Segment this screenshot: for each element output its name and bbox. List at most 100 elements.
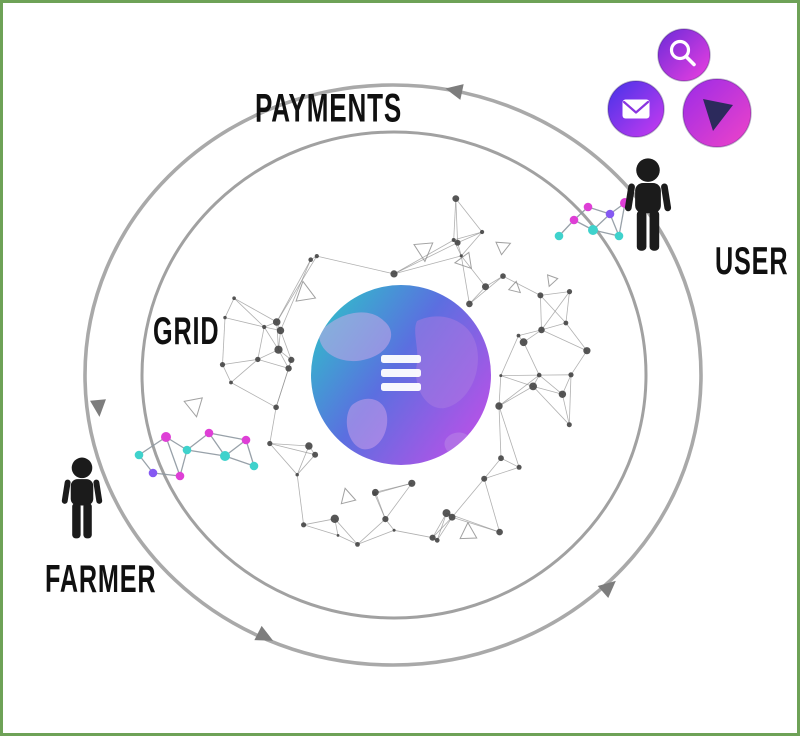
arrowhead-bottom-right-icon (597, 580, 616, 599)
arrowhead-left-icon (90, 399, 106, 417)
mesh-edge (303, 524, 339, 536)
cluster-node (161, 432, 171, 442)
mesh-edge (224, 298, 235, 318)
mesh-edge (222, 359, 258, 365)
mesh-node (392, 528, 396, 532)
mesh-edge (541, 291, 570, 331)
mesh-edge (222, 317, 226, 365)
cluster-edge (165, 436, 181, 477)
mesh-edge (541, 322, 567, 331)
mesh-node (583, 347, 591, 355)
mesh-node (452, 195, 460, 203)
mesh-node (529, 382, 537, 391)
mesh-triangle (546, 274, 559, 288)
mesh-edge (357, 529, 395, 545)
inner-cycle-ring (140, 130, 648, 620)
mesh-edge (393, 239, 454, 275)
mesh-edge (280, 259, 312, 331)
mesh-edge (436, 512, 447, 541)
mesh-edge (451, 478, 485, 518)
mesh-node (481, 475, 488, 482)
mesh-node (276, 326, 285, 335)
mesh-node (295, 473, 299, 477)
mesh-node (466, 300, 473, 308)
mesh-edge (540, 295, 542, 330)
mesh-node (500, 273, 506, 279)
cluster-node (134, 450, 144, 460)
mesh-triangle (295, 280, 317, 302)
mesh-node (262, 324, 267, 330)
mesh-node (330, 514, 339, 523)
mesh-node (390, 270, 398, 278)
mesh-node (312, 451, 319, 458)
mesh-node (566, 422, 572, 428)
mesh-edge (230, 382, 277, 408)
diagram-canvas (61, 28, 752, 667)
cluster-edge (186, 449, 226, 457)
mesh-node (537, 292, 544, 299)
mesh-edge (393, 255, 462, 275)
mesh-node (314, 254, 319, 259)
globe (311, 285, 491, 465)
mail-app-bubble (607, 80, 665, 138)
mesh-node (451, 238, 456, 242)
mesh-edge (269, 407, 277, 444)
mesh-node (301, 522, 307, 528)
cluster-edge (245, 439, 255, 467)
mesh-node (480, 229, 485, 235)
farmer-network-cluster (134, 428, 259, 481)
cluster-node (614, 231, 624, 241)
farmer-figure (61, 457, 103, 539)
mesh-edge (570, 350, 588, 376)
cluster-node (605, 209, 615, 219)
mesh-edge (276, 321, 279, 350)
mesh-edge (565, 322, 588, 351)
mesh-triangle (495, 241, 512, 256)
mesh-edge (562, 394, 570, 425)
mesh-edge (276, 255, 318, 323)
mesh-edge (257, 326, 265, 360)
mesh-edge (532, 386, 563, 395)
mesh-node (336, 534, 340, 537)
mesh-triangle (183, 397, 203, 418)
cluster-node (175, 471, 185, 481)
mesh-edge (233, 297, 265, 328)
cluster-node (588, 225, 598, 235)
cluster-edge (186, 432, 210, 451)
mesh-node (288, 356, 295, 363)
outer-cycle-ring (83, 83, 703, 667)
user-network-cluster (554, 198, 630, 241)
cluster-node (204, 428, 214, 438)
mesh-edge (502, 275, 541, 296)
mesh-node (442, 509, 451, 518)
mesh-edge (296, 454, 316, 475)
mesh-edge (296, 474, 304, 525)
cluster-edge (224, 455, 255, 467)
mesh-node (499, 374, 503, 378)
mesh-edge (500, 375, 534, 387)
mesh-edge (484, 466, 520, 480)
mesh-edge (500, 335, 519, 376)
mesh-edge (303, 518, 335, 526)
mesh-edge (453, 231, 483, 241)
cycle-rings (83, 83, 703, 667)
mesh-edge (469, 286, 486, 305)
threefold-logo (381, 355, 421, 391)
mesh-edge (357, 518, 386, 545)
mesh-node (372, 491, 377, 497)
mesh-edge (498, 405, 520, 468)
mesh-node (382, 516, 389, 523)
mesh-node (223, 315, 227, 320)
mesh-node (285, 365, 292, 372)
payments-label: PAYMENTS (255, 85, 403, 131)
mesh-node (566, 289, 573, 295)
mesh-edge (460, 255, 470, 304)
cluster-node (148, 468, 158, 478)
farmer-label: FARMER (45, 558, 157, 601)
mesh-node (408, 479, 416, 487)
network-mesh-sphere (183, 195, 591, 547)
mesh-triangle (453, 251, 473, 270)
cluster-node (241, 435, 251, 445)
mesh-node (273, 404, 279, 411)
mesh-node (496, 528, 503, 536)
